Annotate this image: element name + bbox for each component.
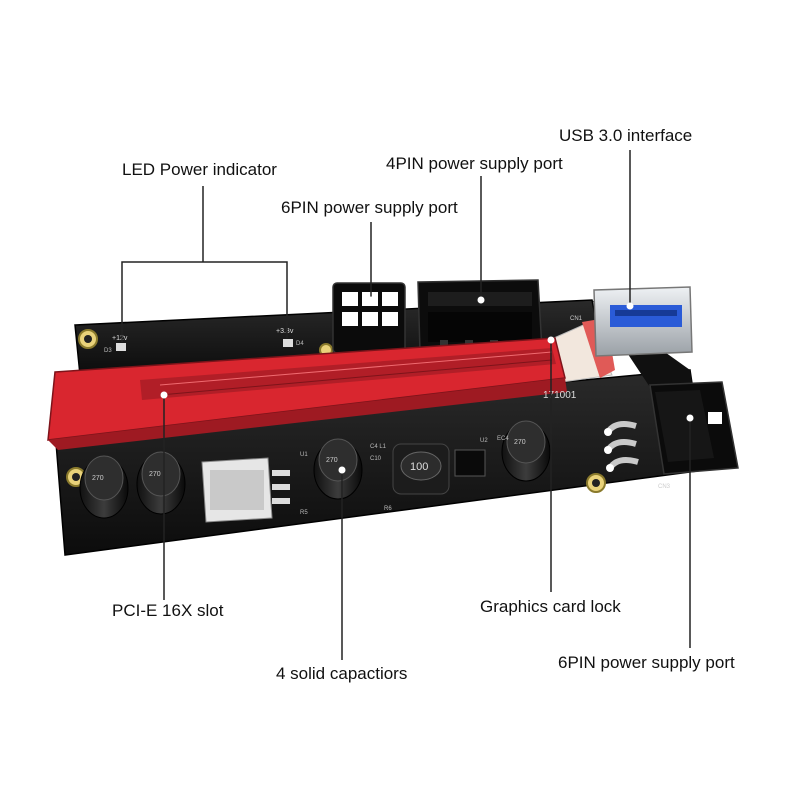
cap3-value: 270 <box>326 457 338 464</box>
mark-d4: D4 <box>296 341 304 347</box>
usb-port: CN1 <box>570 286 693 357</box>
mark-u2: U2 <box>480 438 488 444</box>
mark-33v: +3.3v <box>276 328 294 335</box>
mark-ec4: EC4 <box>497 436 509 442</box>
led-indicators: +12v +3.3v D3 D4 <box>104 328 304 354</box>
mark-cn1: CN1 <box>570 316 583 322</box>
leader-led <box>121 261 288 342</box>
mark-u1: U1 <box>300 452 308 458</box>
label-led-power-indicator: LED Power indicator <box>122 160 277 179</box>
inductor: 100 <box>392 443 450 495</box>
mark-r6: R6 <box>384 506 392 512</box>
label-solid-capacitors: 4 solid capactiors <box>276 664 408 683</box>
label-6pin-power-port-top: 6PIN power supply port <box>281 198 458 217</box>
cap1-value: 270 <box>92 475 104 482</box>
capacitor-4: 270 <box>501 420 551 482</box>
pcie-slot <box>47 337 567 450</box>
label-4pin-power-port: 4PIN power supply port <box>386 154 563 173</box>
cap4-value: 270 <box>514 439 526 446</box>
mark-r5: R5 <box>300 510 308 516</box>
cap2-value: 270 <box>149 471 161 478</box>
capacitor-1: 270 <box>79 455 129 519</box>
mark-code: 171001 <box>543 390 577 401</box>
mark-12v: +12v <box>112 335 128 342</box>
mark-d3: D3 <box>104 348 112 354</box>
mark-c10: C10 <box>370 456 382 462</box>
label-6pin-power-port-right: 6PIN power supply port <box>558 653 735 672</box>
chip-u2: U2 U1 R5 R6 C10 C4 L1 EC4 <box>300 436 509 516</box>
mark-cn3: CN3 <box>658 484 671 490</box>
usb-fpc-connector <box>201 457 290 523</box>
capacitor-3: 270 <box>313 438 363 500</box>
six-pin-connector-right: CN3 <box>604 381 739 490</box>
label-usb-interface: USB 3.0 interface <box>559 126 693 145</box>
six-pin-connector-top <box>332 282 406 354</box>
capacitor-2: 270 <box>136 451 186 515</box>
label-graphics-card-lock: Graphics card lock <box>480 597 621 616</box>
leader-dots <box>160 296 694 474</box>
mark-c4l1: C4 L1 <box>370 444 387 450</box>
leader-lines <box>121 150 691 660</box>
label-pcie-slot: PCI-E 16X slot <box>112 601 224 620</box>
inductor-value: 100 <box>410 461 428 473</box>
